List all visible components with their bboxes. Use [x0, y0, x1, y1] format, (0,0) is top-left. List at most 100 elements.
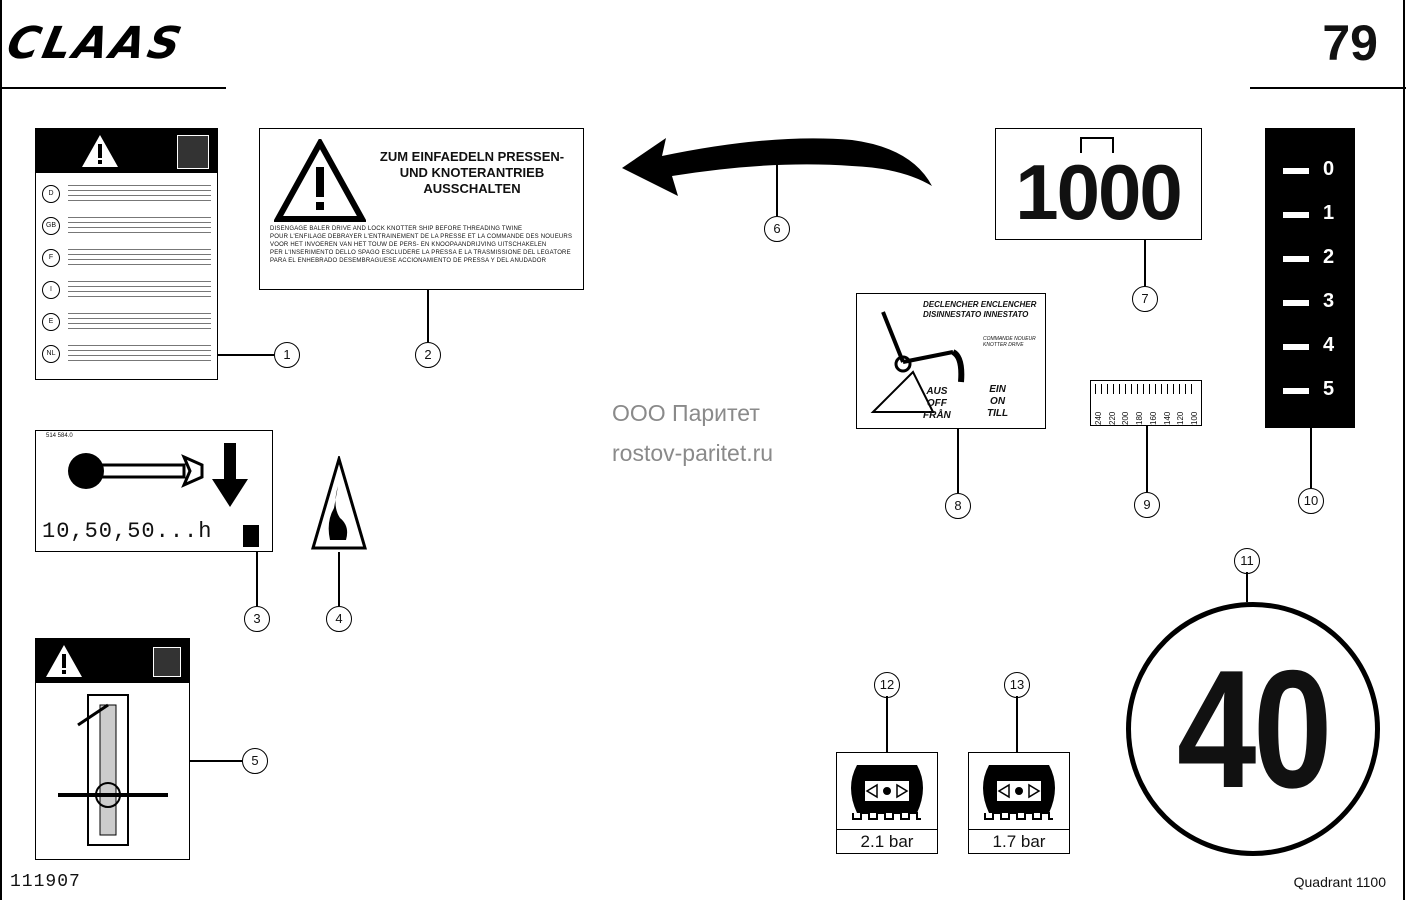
header-rule-left — [0, 87, 226, 89]
warning-triangle-icon — [46, 645, 82, 677]
machine-part-illustration — [58, 694, 168, 846]
callout-13: 13 — [1004, 672, 1030, 698]
hourglass-icon — [243, 525, 259, 547]
decal-3-service-interval: 514 584.0 10,50,50...h — [35, 430, 273, 552]
level-number: 1 — [1323, 202, 1335, 224]
callout-9: 9 — [1134, 492, 1160, 518]
level-mark — [1283, 212, 1309, 218]
scale-label: 180 — [1135, 411, 1145, 425]
on-label-en: ON — [990, 396, 1006, 407]
callout-6: 6 — [764, 216, 790, 242]
language-text-lines — [68, 249, 211, 267]
decal-2-text-it: PER L'INSERIMENTO DELLO SPAGO ESCLUDERE … — [270, 250, 571, 256]
callout-8: 8 — [945, 493, 971, 519]
frame-right — [1403, 0, 1405, 900]
level-number: 2 — [1323, 246, 1335, 268]
wrench-icon — [68, 453, 204, 489]
language-row: NL — [42, 338, 211, 370]
watermark-url: rostov-paritet.ru — [612, 440, 774, 466]
leader-2 — [427, 290, 429, 342]
leader-5 — [190, 760, 242, 762]
callout-5: 5 — [242, 748, 268, 774]
frame-left — [0, 0, 2, 900]
decal-5-mechanism-warning — [35, 638, 190, 860]
language-row: D — [42, 178, 211, 210]
decal-3-part-no: 514 584.0 — [46, 433, 73, 439]
decal-1-black-band — [36, 129, 217, 173]
hand-book-icon — [177, 135, 209, 169]
off-label-en: OFF — [926, 398, 947, 409]
page-number: 79 — [1322, 15, 1378, 71]
scale-label: 200 — [1121, 411, 1131, 425]
level-mark — [1283, 168, 1309, 174]
level-mark — [1283, 300, 1309, 306]
hand-book-icon — [153, 647, 181, 677]
language-code: E — [42, 313, 60, 331]
decal-2-text-en: DISENGAGE BALER DRIVE AND LOCK KNOTTER S… — [270, 226, 523, 232]
language-code: I — [42, 281, 60, 299]
decal-8-line-4: KNOTTER DRIVE — [983, 342, 1024, 348]
level-number: 3 — [1323, 290, 1335, 312]
decal-2-heading-1: ZUM EINFAEDELN PRESSEN- — [379, 149, 565, 164]
language-row: F — [42, 242, 211, 274]
scale-label: 220 — [1107, 411, 1117, 425]
callout-4: 4 — [326, 606, 352, 632]
level-mark — [1283, 344, 1309, 350]
scale-ticks — [1095, 384, 1197, 394]
leader-4 — [338, 552, 340, 606]
decal-5-black-band — [36, 639, 189, 683]
level-row: 5 — [1265, 376, 1355, 406]
decal-8-line-2: DISINNESTATO INNESTATO — [923, 310, 1029, 319]
decal-7-pto-speed: 1000 — [995, 128, 1202, 240]
decal-2-text-es: PARA EL ENHEBRADO DESEMBRAGUESE ACCIONAM… — [270, 258, 547, 264]
callout-3: 3 — [244, 606, 270, 632]
leader-10 — [1310, 428, 1312, 488]
level-number: 5 — [1323, 378, 1335, 400]
leader-8 — [957, 429, 959, 493]
scale-label: 140 — [1162, 411, 1172, 425]
decal-8-knotter-drive: DECLENCHER ENCLENCHER DISINNESTATO INNES… — [856, 293, 1046, 429]
decal-13-pressure: 1.7 bar — [969, 829, 1069, 852]
callout-12: 12 — [874, 672, 900, 698]
on-label-sv: TILL — [987, 408, 1009, 419]
leader-12 — [886, 696, 888, 752]
watermark-company: ООО Паритет — [612, 400, 760, 426]
pto-shaft-icon — [1080, 137, 1114, 153]
leader-13 — [1016, 696, 1018, 752]
brand-logo: CLAAS — [2, 18, 189, 69]
decal-12-pressure: 2.1 bar — [837, 829, 937, 852]
scale-label: 160 — [1148, 411, 1158, 425]
decal-8-line-3: COMMANDE NOUEUR — [983, 336, 1036, 342]
off-label-de: AUS — [926, 386, 948, 397]
decal-3-interval: 10,50,50...h — [42, 519, 213, 544]
tire-pressure-icon — [851, 765, 923, 820]
leader-9 — [1146, 426, 1148, 492]
language-code: GB — [42, 217, 60, 235]
model-name: Quadrant 1100 — [1293, 874, 1386, 890]
header-rule-right — [1250, 87, 1406, 89]
decal-13-tire-pressure: 1.7 bar — [968, 752, 1070, 854]
scale-label: 100 — [1189, 411, 1199, 425]
level-row: 4 — [1265, 332, 1355, 362]
language-row: GB — [42, 210, 211, 242]
language-code: F — [42, 249, 60, 267]
level-row: 0 — [1265, 156, 1355, 186]
decal-2-text-nl: VOOR HET INVOEREN VAN HET TOUW DE PERS- … — [270, 242, 547, 248]
leader-11 — [1246, 572, 1248, 602]
leader-3 — [256, 552, 258, 606]
level-number: 0 — [1323, 158, 1335, 180]
decal-7-value: 1000 — [1015, 148, 1183, 236]
scale-label: 120 — [1176, 411, 1186, 425]
down-arrow-icon — [212, 443, 248, 507]
off-label-sv: FRÅN — [923, 410, 951, 421]
decal-8-line-1: DECLENCHER ENCLENCHER — [923, 300, 1037, 309]
leader-7 — [1144, 240, 1146, 286]
lever-mechanism-icon — [870, 311, 965, 413]
warning-triangle-icon — [274, 139, 366, 222]
tire-pressure-icon — [983, 765, 1055, 820]
drawing-number: 111907 — [10, 872, 81, 892]
language-text-lines — [68, 217, 211, 235]
